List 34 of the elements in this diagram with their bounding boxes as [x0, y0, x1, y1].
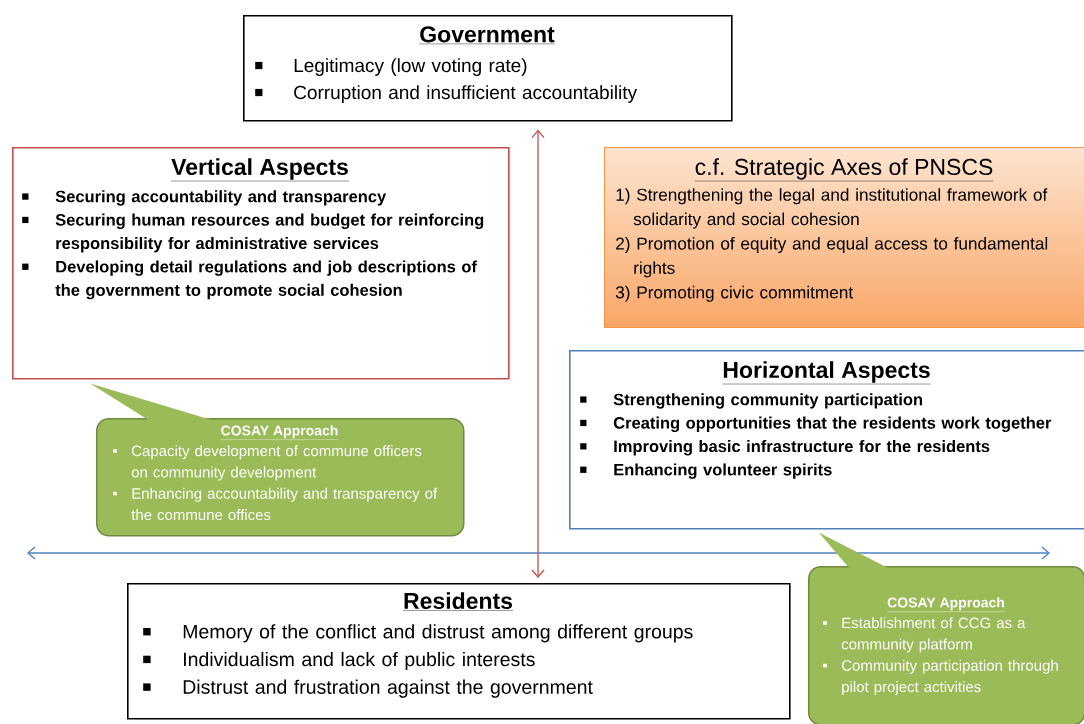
list-item: Distrust and frustration against the government [143, 679, 593, 698]
text-box [243, 15, 733, 122]
heading: Horizontal Aspects [722, 361, 931, 385]
list-item: 3) Promoting civic commitment [615, 285, 854, 302]
heading: COSAY Approach [220, 425, 339, 440]
list-item: Establishment of CCG as a community platform [823, 617, 1026, 653]
callout-tail [818, 532, 890, 569]
list-item: Creating opportunities that the residents work together [580, 416, 1052, 433]
list-item: Securing accountability and transparency [22, 190, 387, 206]
list-item: Legitimacy (low voting rate) [255, 58, 527, 76]
list-item: 1) Strengthening the legal and institutional framework of solidarity and social cohesion [616, 188, 1048, 229]
text-box [12, 147, 510, 380]
list-item: Community participation through pilot project activities [823, 659, 1058, 696]
list-item: Securing human resources and budget for reinforcing responsibility for administrative services [22, 213, 484, 253]
list-item: Enhancing volunteer spirits [580, 463, 832, 479]
list-item: 2) Promotion of equity and equal access to fundamental rights [616, 237, 1048, 278]
list-item: Strengthening community participation [580, 393, 923, 409]
list-item: Corruption and insufficient accountability [255, 85, 638, 103]
double-arrow [531, 129, 545, 578]
callout-box [808, 566, 1084, 724]
text-box [569, 350, 1084, 530]
text-box [127, 583, 791, 720]
list-item: Individualism and lack of public interests [143, 651, 535, 671]
list-item: Capacity development of commune officers on community development [113, 445, 422, 481]
list-item: Enhancing accountability and transparency of the commune offices [113, 487, 438, 521]
list-item: Memory of the conflict and distrust among different groups [143, 624, 693, 643]
heading: Vertical Aspects [170, 158, 350, 182]
heading: c.f. Strategic Axes of PNSCS [694, 158, 994, 182]
list-item: Improving basic infrastructure for the residents [580, 440, 990, 456]
heading: COSAY Approach [886, 597, 1006, 612]
heading: Residents [402, 592, 514, 611]
list-item: Developing detail regulations and job descriptions of the government to promote social cohesion [22, 260, 477, 300]
text-box [604, 147, 1084, 328]
heading: Government [419, 26, 555, 45]
